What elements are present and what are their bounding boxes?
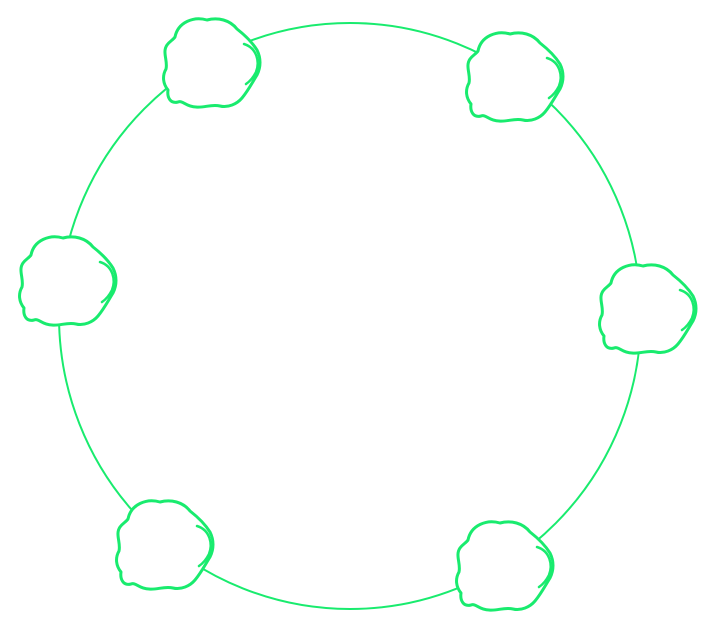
cloud-node <box>115 499 215 591</box>
cloud-node <box>18 235 118 327</box>
cloud-node-arc <box>545 56 562 100</box>
nodes-group <box>18 17 698 612</box>
cloud-node-arc <box>678 288 695 332</box>
cloud-node <box>162 17 262 109</box>
cloud-node-outline <box>18 235 118 327</box>
cloud-node <box>455 520 555 612</box>
cloud-node-outline <box>455 520 555 612</box>
cloud-node-arc <box>98 260 115 304</box>
cloud-node-outline <box>598 263 698 355</box>
cloud-node <box>465 31 565 123</box>
cloud-node-outline <box>465 31 565 123</box>
cloud-node-arc <box>242 42 259 86</box>
cloud-node-outline <box>162 17 262 109</box>
cloud-node <box>598 263 698 355</box>
cloud-node-arc <box>535 545 552 589</box>
cloud-node-arc <box>195 524 212 568</box>
cloud-node-outline <box>115 499 215 591</box>
